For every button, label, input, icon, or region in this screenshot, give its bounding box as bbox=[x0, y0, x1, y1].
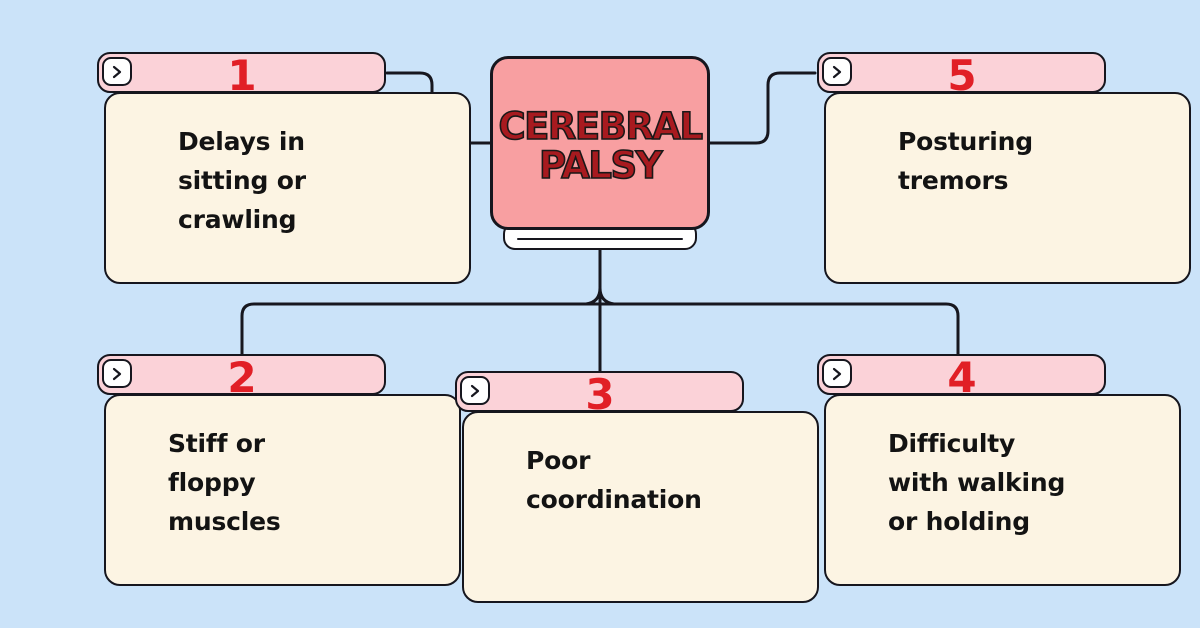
card-1-header: 1 bbox=[97, 51, 386, 100]
card-2-text: Stiff or floppy muscles bbox=[104, 394, 461, 586]
symptom-card-1: Delays in sitting or crawling 1 bbox=[97, 51, 471, 284]
symptom-card-3: Poor coordination 3 bbox=[455, 370, 819, 603]
card-3-expand-button[interactable] bbox=[460, 376, 490, 405]
strip-divider-line bbox=[517, 238, 683, 240]
chevron-right-icon bbox=[832, 367, 842, 380]
card-2-number: 2 bbox=[227, 353, 256, 402]
symptom-card-4: Difficulty with walking or holding 4 bbox=[817, 353, 1181, 586]
connector-junction-fillet-right bbox=[598, 286, 616, 306]
card-5-expand-button[interactable] bbox=[822, 57, 852, 86]
card-4-number: 4 bbox=[947, 353, 976, 402]
connector-center-card5 bbox=[706, 71, 817, 145]
card-5-number: 5 bbox=[947, 51, 976, 100]
chevron-right-icon bbox=[112, 367, 122, 380]
card-4-expand-button[interactable] bbox=[822, 359, 852, 388]
card-2-expand-button[interactable] bbox=[102, 359, 132, 388]
card-2-header: 2 bbox=[97, 353, 386, 402]
connector-branch-horizontal bbox=[240, 302, 960, 357]
card-1-number: 1 bbox=[227, 51, 256, 100]
chevron-right-icon bbox=[470, 384, 480, 397]
card-4-header: 4 bbox=[817, 353, 1106, 402]
card-5-header: 5 bbox=[817, 51, 1106, 100]
chevron-right-icon bbox=[112, 65, 122, 78]
symptom-card-2: Stiff or floppy muscles 2 bbox=[97, 353, 461, 586]
card-1-expand-button[interactable] bbox=[102, 57, 132, 86]
connector-junction-fillet-left bbox=[584, 286, 602, 306]
diagram-title: CEREBRAL PALSY bbox=[498, 105, 704, 187]
card-3-header: 3 bbox=[455, 370, 744, 419]
card-3-number: 3 bbox=[585, 370, 614, 419]
card-1-text: Delays in sitting or crawling bbox=[104, 92, 471, 284]
center-title-box: CEREBRAL PALSY bbox=[490, 56, 710, 230]
chevron-right-icon bbox=[832, 65, 842, 78]
card-4-text: Difficulty with walking or holding bbox=[824, 394, 1181, 586]
card-3-text: Poor coordination bbox=[462, 411, 819, 603]
card-5-text: Posturing tremors bbox=[824, 92, 1191, 284]
symptom-card-5: Posturing tremors 5 bbox=[817, 51, 1191, 284]
